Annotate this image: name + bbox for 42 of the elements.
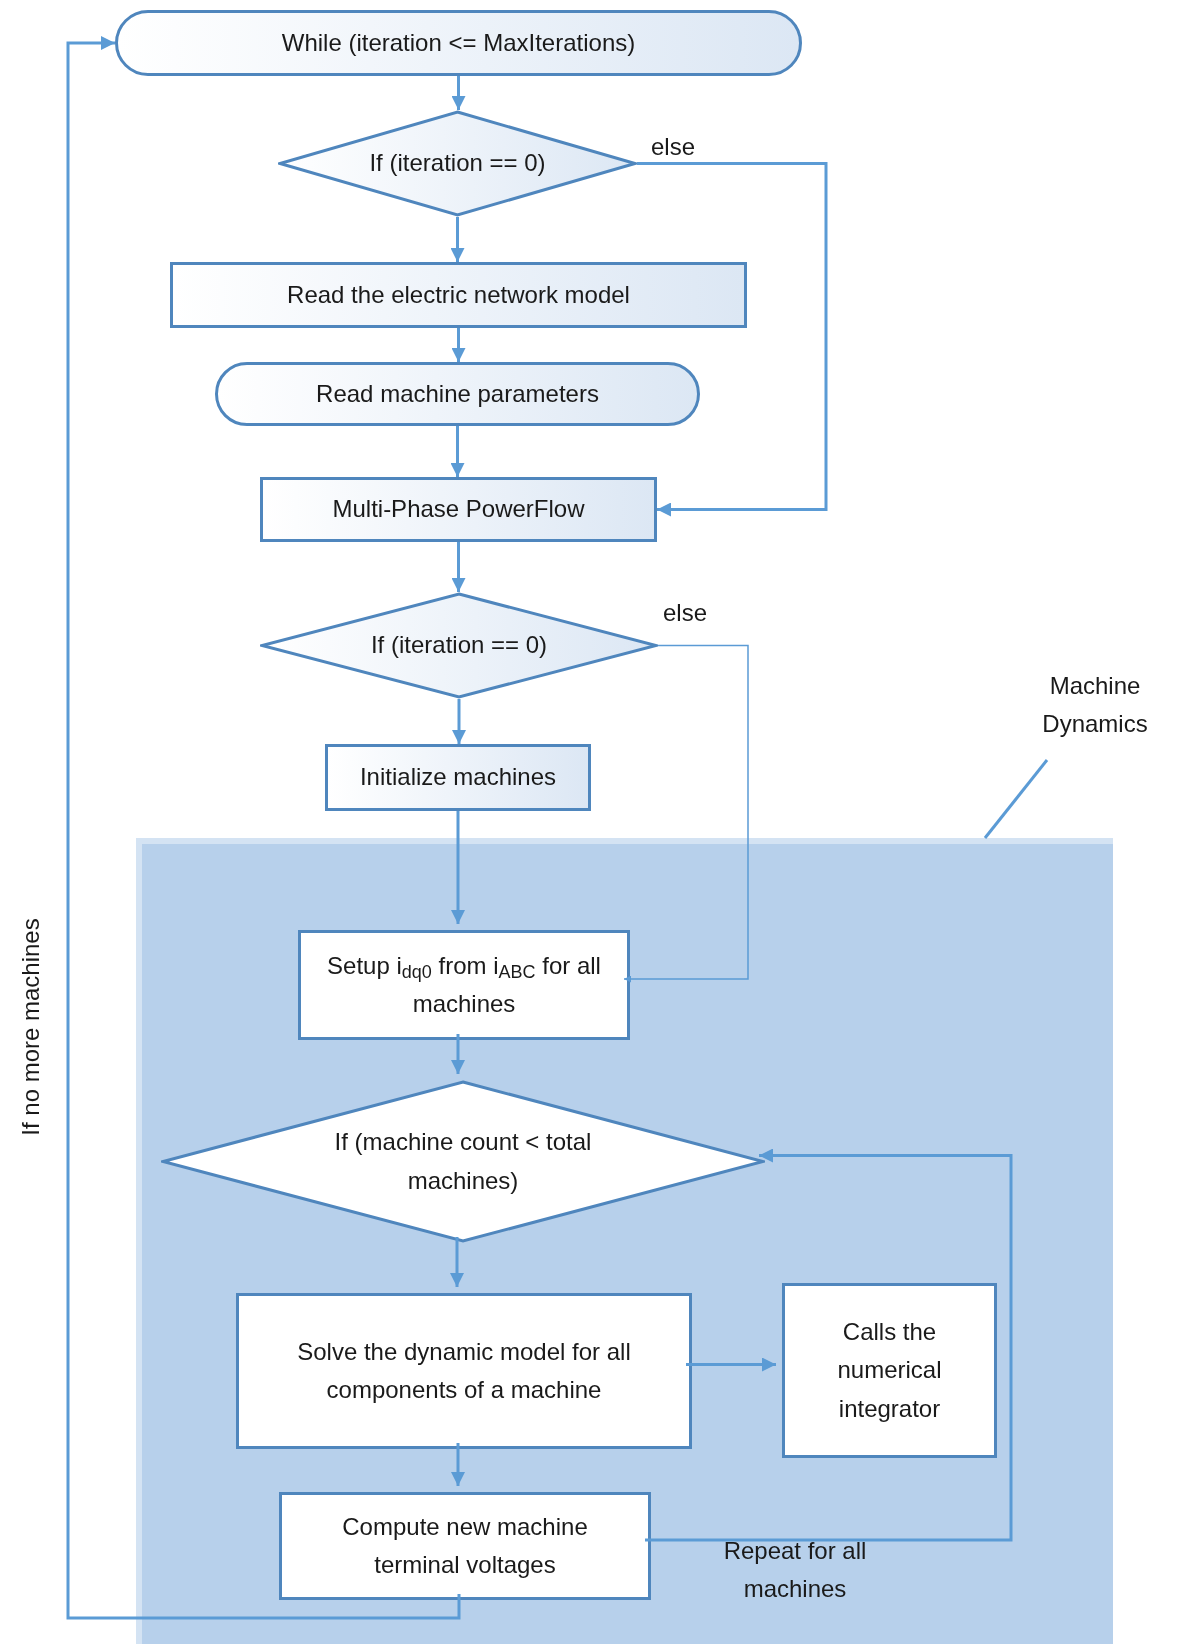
node-text: If (machine count < total machines) (333, 1127, 593, 1196)
node-text: While (iteration <= MaxIterations) (281, 27, 636, 58)
node-text: If (iteration == 0) (369, 148, 546, 179)
leader-line (983, 759, 1049, 839)
arrow (637, 162, 828, 517)
process-box (170, 262, 747, 328)
node-text: Setup i$_{dq0}$ from i$_{ABC}$ for all machines (326, 950, 602, 1019)
arrow (452, 699, 466, 744)
arrow (450, 426, 465, 477)
arrow (645, 1148, 1013, 1542)
node-text: Read machine parameters (316, 378, 599, 409)
node-text: Machine Dynamics (1041, 670, 1149, 739)
arrow (686, 1357, 776, 1372)
edge-label: else (650, 132, 696, 162)
terminal-box (215, 362, 700, 426)
node-text: Multi-Phase PowerFlow (332, 494, 585, 525)
arrow (451, 1034, 465, 1074)
group-region (136, 838, 1113, 1644)
arrow (451, 1443, 465, 1486)
process-box (782, 1283, 997, 1458)
arrow (451, 328, 466, 362)
node-text: If (iteration == 0) (370, 630, 548, 661)
node-text: Solve the dynamic model for all components of a machine (296, 1336, 632, 1405)
arrow (66, 36, 461, 1620)
arrow (451, 542, 466, 592)
arrow (451, 76, 466, 110)
node-text: Read the electric network model (287, 279, 630, 310)
node-text: Calls the numerical integrator (836, 1316, 943, 1424)
node-text: Compute new machine terminal voltages (341, 1511, 589, 1580)
process-box (325, 744, 591, 811)
arrow (450, 217, 465, 262)
edge-label: Repeat for all machines (722, 1536, 868, 1605)
arrow (451, 811, 465, 924)
edge-label: If no more machines (16, 918, 45, 1136)
arrow (450, 1237, 464, 1287)
process-box (236, 1293, 692, 1449)
process-box (279, 1492, 651, 1600)
node-text: Initialize machines (359, 762, 557, 793)
process-box (298, 930, 630, 1040)
edge-label: else (662, 598, 708, 628)
arrow (623, 644, 749, 983)
process-box (260, 477, 657, 542)
